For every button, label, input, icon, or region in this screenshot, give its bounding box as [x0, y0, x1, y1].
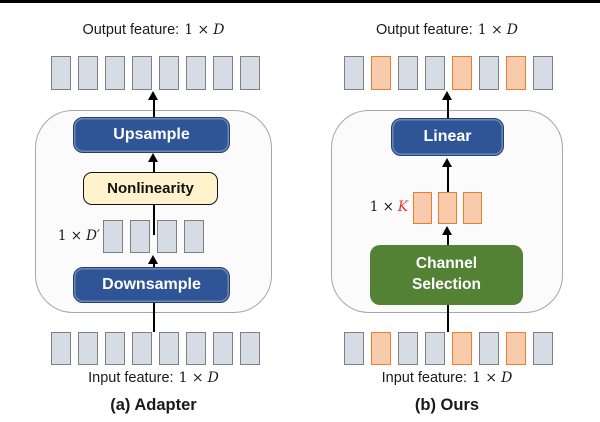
orange-feature-block [506, 332, 526, 365]
gray-feature-block [398, 332, 418, 365]
math-var-D: D [213, 22, 225, 38]
math-var-D: D [207, 370, 219, 386]
math-coeff: 1 × [178, 370, 204, 386]
gray-feature-block [344, 56, 364, 90]
gray-feature-block [103, 220, 123, 253]
orange-feature-block [463, 192, 482, 224]
gray-feature-block [132, 332, 152, 365]
panel-b-output-feature-label: Output feature:1 ×D [331, 22, 563, 38]
nonlinearity-label: Nonlinearity [107, 180, 194, 197]
panel-b-output-block-row [344, 56, 553, 90]
panel-b-caption: (b) Ours [414, 396, 480, 414]
linear-label: Linear [423, 128, 472, 145]
gray-feature-block [533, 56, 553, 90]
math-coeff: 1 × [184, 22, 210, 38]
orange-feature-block [371, 56, 391, 90]
gray-feature-block [479, 56, 499, 90]
arrow-line [446, 165, 449, 192]
arrow-line [152, 160, 155, 172]
gray-feature-block [425, 56, 445, 90]
arrow-up-icon [442, 226, 452, 235]
gray-feature-block [159, 332, 179, 365]
math-var-D-prime: D′ [86, 228, 100, 244]
math-coeff: 1 × [57, 228, 83, 244]
panel-a-hidden-block-row [103, 220, 204, 253]
gray-feature-block [51, 332, 71, 365]
math-var-D: D [501, 370, 513, 386]
arrow-line [152, 262, 155, 267]
panel-a-input-block-row [51, 332, 260, 365]
input-feature-text: Input feature: [381, 370, 468, 386]
math-var-D: D [506, 22, 519, 38]
top-rule-divider [0, 0, 600, 3]
arrow-line [446, 99, 449, 119]
channel-selection-label-line1: Channel [415, 255, 478, 273]
gray-feature-block [533, 332, 553, 365]
arrow-up-icon [442, 91, 452, 100]
panel-a-caption: (a) Adapter [110, 396, 197, 414]
arrow-line [152, 303, 155, 332]
gray-feature-block [78, 332, 98, 365]
nonlinearity-block: Nonlinearity [83, 172, 218, 205]
arrow-line [152, 205, 155, 235]
orange-feature-block [413, 192, 432, 224]
gray-feature-block [240, 332, 260, 365]
orange-feature-block [452, 332, 472, 365]
output-feature-text: Output feature: [82, 22, 180, 38]
gray-feature-block [132, 56, 152, 90]
gray-feature-block [157, 220, 177, 253]
gray-feature-block [186, 56, 206, 90]
channel-selection-block: Channel Selection [370, 245, 523, 305]
gray-feature-block [398, 56, 418, 90]
panel-a-output-feature-label: Output feature:1 ×D [35, 22, 272, 38]
gray-feature-block [105, 332, 125, 365]
math-coeff: 1 × [472, 370, 498, 386]
orange-feature-block [438, 192, 457, 224]
gray-feature-block [105, 56, 125, 90]
gray-feature-block [184, 220, 204, 253]
panel-b-input-feature-label: Input feature:1 ×D [331, 370, 563, 386]
gray-feature-block [51, 56, 71, 90]
linear-block: Linear [391, 118, 504, 156]
arrow-up-icon [442, 158, 452, 167]
downsample-label: Downsample [102, 276, 201, 293]
upsample-label: Upsample [113, 126, 190, 143]
math-coeff: 1 × [477, 22, 503, 38]
arrow-line [152, 99, 155, 118]
panel-b-selected-block-row [413, 192, 482, 224]
output-feature-text: Output feature: [375, 22, 473, 38]
math-coeff: 1 × [369, 199, 394, 215]
orange-feature-block [452, 56, 472, 90]
selected-dim-label: 1 ×K [358, 199, 408, 215]
gray-feature-block [425, 332, 445, 365]
downsample-block: Downsample [73, 267, 230, 303]
gray-feature-block [78, 56, 98, 90]
arrow-up-icon [148, 255, 158, 264]
gray-feature-block [213, 56, 233, 90]
upsample-block: Upsample [73, 117, 230, 153]
gray-feature-block [240, 56, 260, 90]
gray-feature-block [159, 56, 179, 90]
arrow-line [446, 234, 449, 245]
panel-a-input-feature-label: Input feature:1 ×D [35, 370, 272, 386]
gray-feature-block [130, 220, 150, 253]
gray-feature-block [344, 332, 364, 365]
arrow-up-icon [148, 153, 158, 162]
arrow-up-icon [148, 91, 158, 100]
panel-b-input-block-row [344, 332, 553, 365]
gray-feature-block [479, 332, 499, 365]
orange-feature-block [371, 332, 391, 365]
hidden-dim-label: 1 ×D′ [48, 228, 100, 244]
panel-a-output-block-row [51, 56, 260, 90]
orange-feature-block [506, 56, 526, 90]
channel-selection-label-line2: Selection [412, 276, 481, 293]
input-feature-text: Input feature: [88, 370, 174, 386]
gray-feature-block [213, 332, 233, 365]
arrow-line [446, 305, 449, 332]
gray-feature-block [186, 332, 206, 365]
math-var-K: K [397, 199, 408, 215]
